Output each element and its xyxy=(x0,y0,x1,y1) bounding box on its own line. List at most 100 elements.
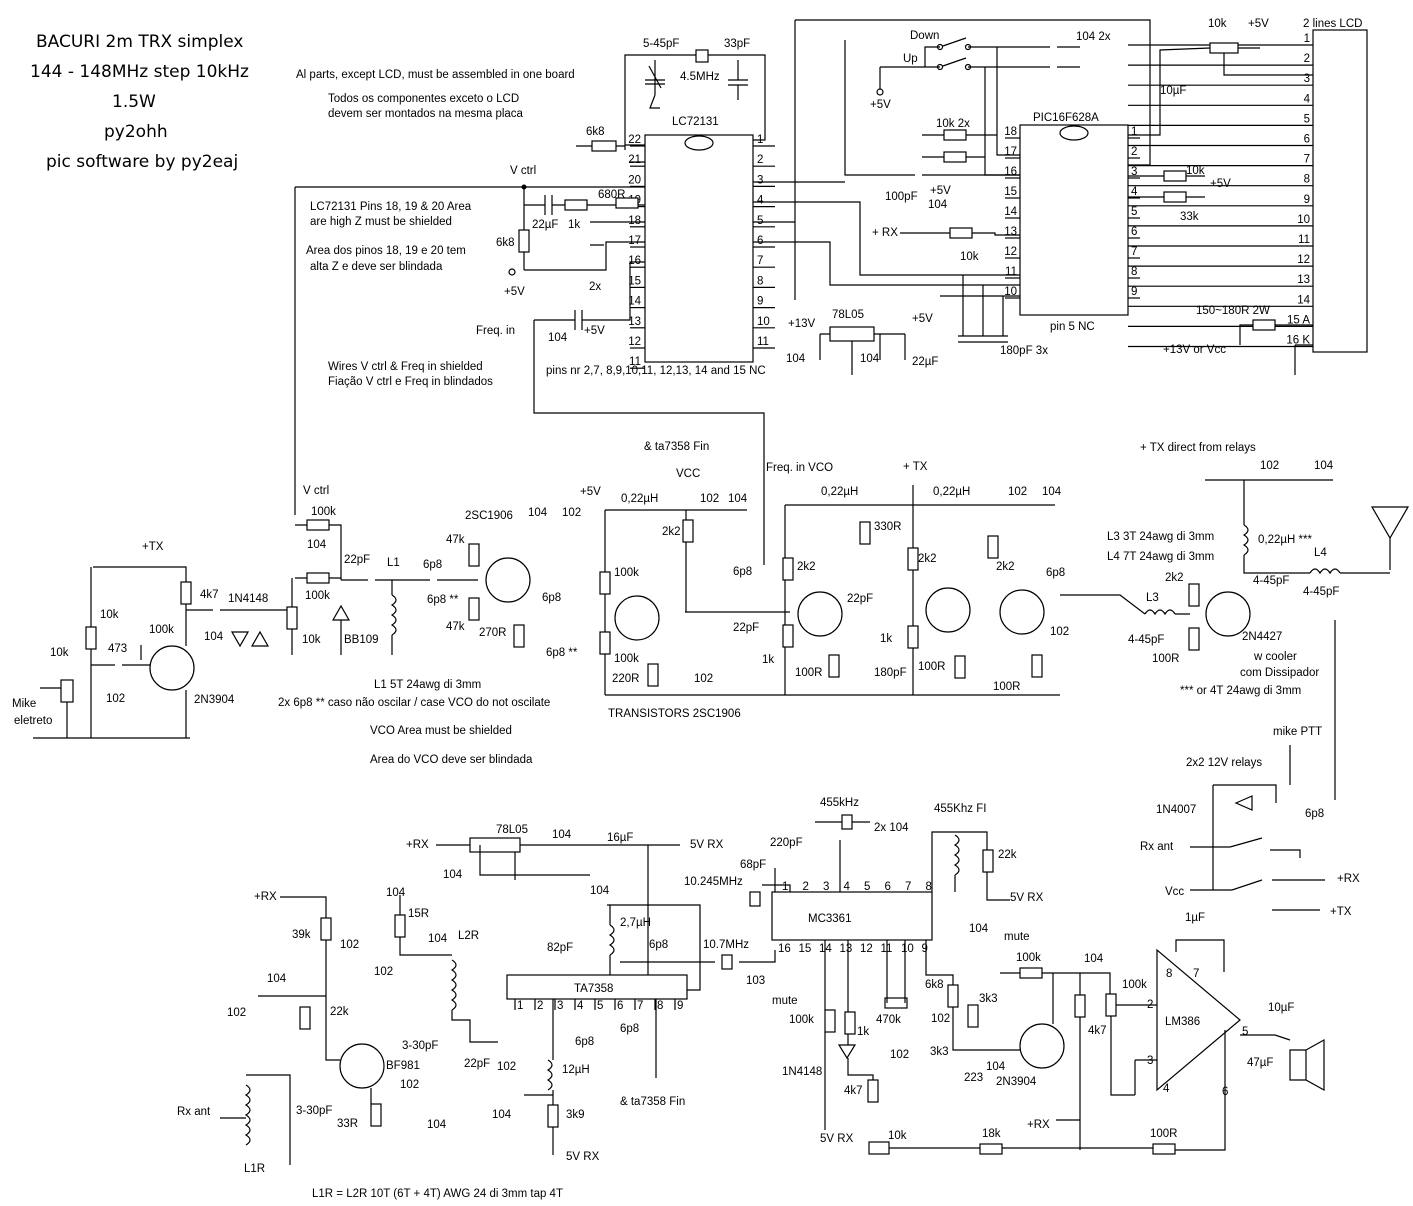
c-104-o-label: 104 xyxy=(267,973,287,985)
c-1uf-label: 1µF xyxy=(1185,912,1205,924)
r-33k-pic xyxy=(1163,191,1187,203)
c-104-mod-label: 104 xyxy=(204,631,224,643)
q-2n3904-mute-label: 2N3904 xyxy=(996,1076,1037,1088)
d-1n4148-if-label: 1N4148 xyxy=(782,1066,822,1078)
freq-in-label: Freq. in xyxy=(476,325,515,337)
lc72131-left-pin-label: 22 xyxy=(628,134,641,146)
r-2k2-c-label: 2k2 xyxy=(918,553,937,565)
switch-caps xyxy=(968,46,1080,68)
eletreto-label: eletreto xyxy=(14,715,52,727)
r-100k-b-label: 100k xyxy=(305,590,330,602)
mc3361-top-pin-label: 3 xyxy=(823,881,829,893)
vctrl-label: V ctrl xyxy=(510,165,536,177)
r-4k7-c xyxy=(1074,994,1086,1018)
pot-100k-vol-label: 100k xyxy=(1122,979,1147,991)
xtal-wire xyxy=(624,54,766,150)
note-l4: L4 7T 24awg di 3mm xyxy=(1107,551,1214,563)
r-10k-mod xyxy=(286,606,298,630)
r-470k xyxy=(884,997,908,1009)
c-104-m-label: 104 xyxy=(386,887,406,899)
lc72131-left-pin-label: 15 xyxy=(628,275,641,287)
mc3361-top-pin-label: 8 xyxy=(926,881,932,893)
l2r-label: L2R xyxy=(458,930,479,942)
pic-left-pin-label: 8 xyxy=(1131,266,1137,278)
r-100r-d xyxy=(1188,627,1200,651)
ptx-relay-label: +TX xyxy=(1330,906,1352,918)
lcd-pin-label: 2 xyxy=(1304,53,1310,65)
lm386-pin-label: 4 xyxy=(1163,1083,1170,1095)
r-10k-rx xyxy=(949,227,973,239)
pot-100k-vol xyxy=(1105,993,1117,1017)
notes: Al parts, except LCD, must be assembled … xyxy=(278,69,1319,1200)
r-22k-if xyxy=(982,849,994,873)
c-102-mic-label: 102 xyxy=(106,693,125,705)
c-104-reg2-label: 104 xyxy=(860,353,880,365)
q-2n3904-label: 2N3904 xyxy=(194,694,235,706)
c-104-ta-label: 104 xyxy=(590,885,610,897)
relay-section: mike PTT 2x2 12V relays 1N4007 6p8 Rx an… xyxy=(1140,620,1360,918)
mc3361-bottom-pin-label: 13 xyxy=(840,943,853,955)
r-10k-mod-label: 10k xyxy=(302,634,321,646)
f-455khz xyxy=(841,814,853,830)
rx-fe-wires xyxy=(220,895,498,1165)
ptx2-label: + TX xyxy=(903,461,928,473)
r-330 xyxy=(859,521,871,545)
l1-coil xyxy=(390,594,397,636)
mc3361-top-pin-label: 2 xyxy=(803,881,809,893)
ta7358-ic xyxy=(506,974,688,1000)
c-104-n-label: 104 xyxy=(428,933,448,945)
q-2sc1906-osc-label: 2SC1906 xyxy=(465,510,513,522)
lc72131-left-pin-label: 18 xyxy=(628,215,641,227)
note-cooler1: w cooler xyxy=(1253,651,1297,663)
note-vco-pt: Area do VCO deve ser blindada xyxy=(370,754,533,766)
ta7358-pin-label: 9 xyxy=(677,1000,683,1012)
c-102-i-label: 102 xyxy=(374,966,393,978)
c-102-b-label: 102 xyxy=(700,493,719,505)
pll-section: LC72131 222120191817161514131211 1234567… xyxy=(294,38,775,565)
r-4k7-c-label: 4k7 xyxy=(1088,1025,1107,1037)
pic-left-pin-label: 1 xyxy=(1131,126,1137,138)
r-680 xyxy=(615,197,639,209)
c-4-45-c-label: 4-45pF xyxy=(1303,586,1339,598)
r-18k-label: 18k xyxy=(982,1128,1001,1140)
plus5v-freq-label: +5V xyxy=(584,325,605,337)
c-220pf-label: 220pF xyxy=(770,837,803,849)
mc3361-bottom-pin-label: 9 xyxy=(922,943,928,955)
plus5v-pll-label: +5V xyxy=(504,286,525,298)
r-100r-a xyxy=(828,654,840,678)
mixer-wires xyxy=(524,904,776,1155)
q-2n3904-mute xyxy=(1019,1023,1065,1069)
l-022-a-label: 0,22µH xyxy=(621,493,658,505)
lc72131-label: LC72131 xyxy=(672,116,719,128)
r-3k3-a-label: 3k3 xyxy=(979,993,998,1005)
r-220-label: 220R xyxy=(612,673,640,685)
lc72131-right-pin-label: 6 xyxy=(757,235,763,247)
r-100k-c-label: 100k xyxy=(614,567,639,579)
title-line-2: 144 - 148MHz step 10kHz xyxy=(30,62,249,82)
crystal-4-5mhz xyxy=(695,49,709,63)
if-wires xyxy=(762,821,1010,1130)
r-100r-a-label: 100R xyxy=(795,667,823,679)
r-47k-a-label: 47k xyxy=(446,534,465,546)
c-6p8-c-label: 6p8 xyxy=(542,592,561,604)
note-alt-coil: *** or 4T 24awg di 3mm xyxy=(1180,685,1301,697)
l-022-d-label: 0,22µH *** xyxy=(1258,534,1312,546)
mike-label: Mike xyxy=(12,698,36,710)
pic-left-pin-label: 4 xyxy=(1131,186,1138,198)
c-22uf-label: 22µF xyxy=(532,219,558,231)
c-103-label: 103 xyxy=(746,975,765,987)
r-100k-b xyxy=(306,572,330,584)
ta7358-pin-label: 1 xyxy=(517,1000,523,1012)
lcd-pin-label: 12 xyxy=(1297,254,1310,266)
q-2sc1906-pa1 xyxy=(925,587,971,633)
q-2n4427-label: 2N4427 xyxy=(1242,631,1282,643)
c-22uf xyxy=(544,195,553,215)
ta7358-pin-label: 8 xyxy=(657,1000,663,1012)
ta-fin2-label: & ta7358 Fin xyxy=(620,1096,685,1108)
r-100k-d-label: 100k xyxy=(614,653,639,665)
r-47k-b xyxy=(468,597,480,621)
bb109-label: BB109 xyxy=(344,634,379,646)
r-100r-d-label: 100R xyxy=(1152,653,1180,665)
r-1k-pll xyxy=(564,199,588,211)
